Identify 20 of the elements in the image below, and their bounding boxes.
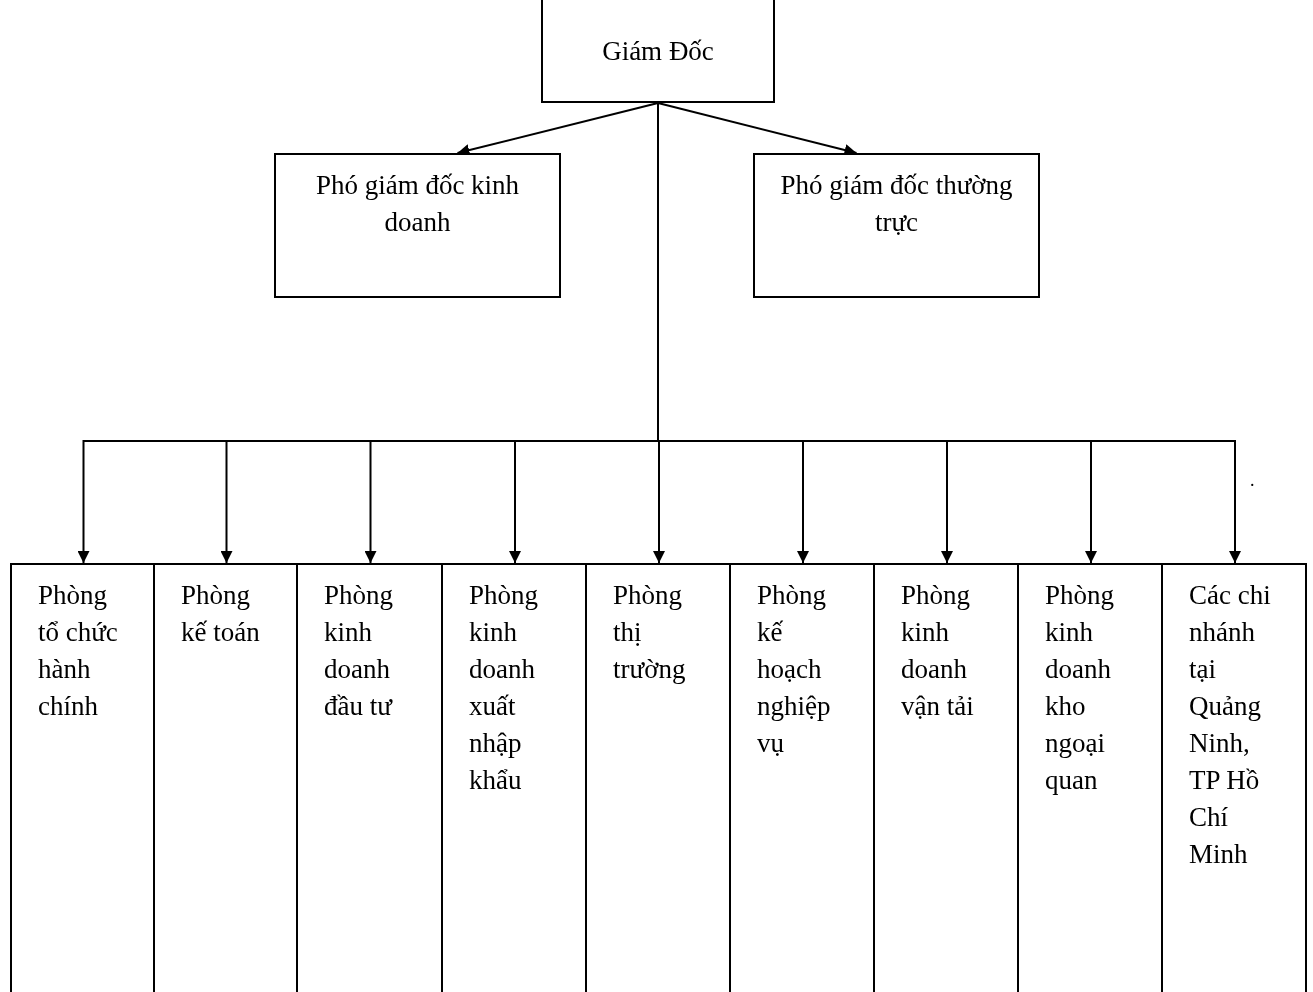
box-label: Phòng kế hoạch nghiệp vụ — [757, 579, 832, 760]
box-label: Các chi nhánh tại Quảng Ninh, TP Hồ Chí Minh — [1189, 579, 1272, 871]
position-box — [753, 153, 1040, 298]
note-text: . — [1250, 469, 1255, 492]
arrow — [657, 102, 858, 156]
box-label: Phòng tổ chức hành chính — [38, 579, 119, 723]
position-box — [541, 0, 775, 103]
position-box — [274, 153, 561, 298]
box-label: Phòng kinh doanh kho ngoại quan — [1045, 579, 1116, 797]
box-label: Phòng thị trường — [613, 579, 687, 686]
box-label: Phòng kinh doanh vận tải — [901, 579, 975, 723]
arrow — [456, 102, 659, 156]
box-label: Phó giám đốc kinh doanh — [314, 169, 521, 239]
box-label: Phòng kinh doanh đầu tư — [324, 579, 395, 723]
box-label: Phòng kinh doanh xuất nhập khẩu — [469, 579, 540, 797]
box-label: Phòng kế toán — [181, 579, 261, 649]
box-label: Giám Đốc — [601, 35, 715, 68]
department-box — [10, 563, 155, 992]
box-label: Phó giám đốc thường trực — [779, 169, 1014, 239]
department-box — [1161, 563, 1307, 992]
